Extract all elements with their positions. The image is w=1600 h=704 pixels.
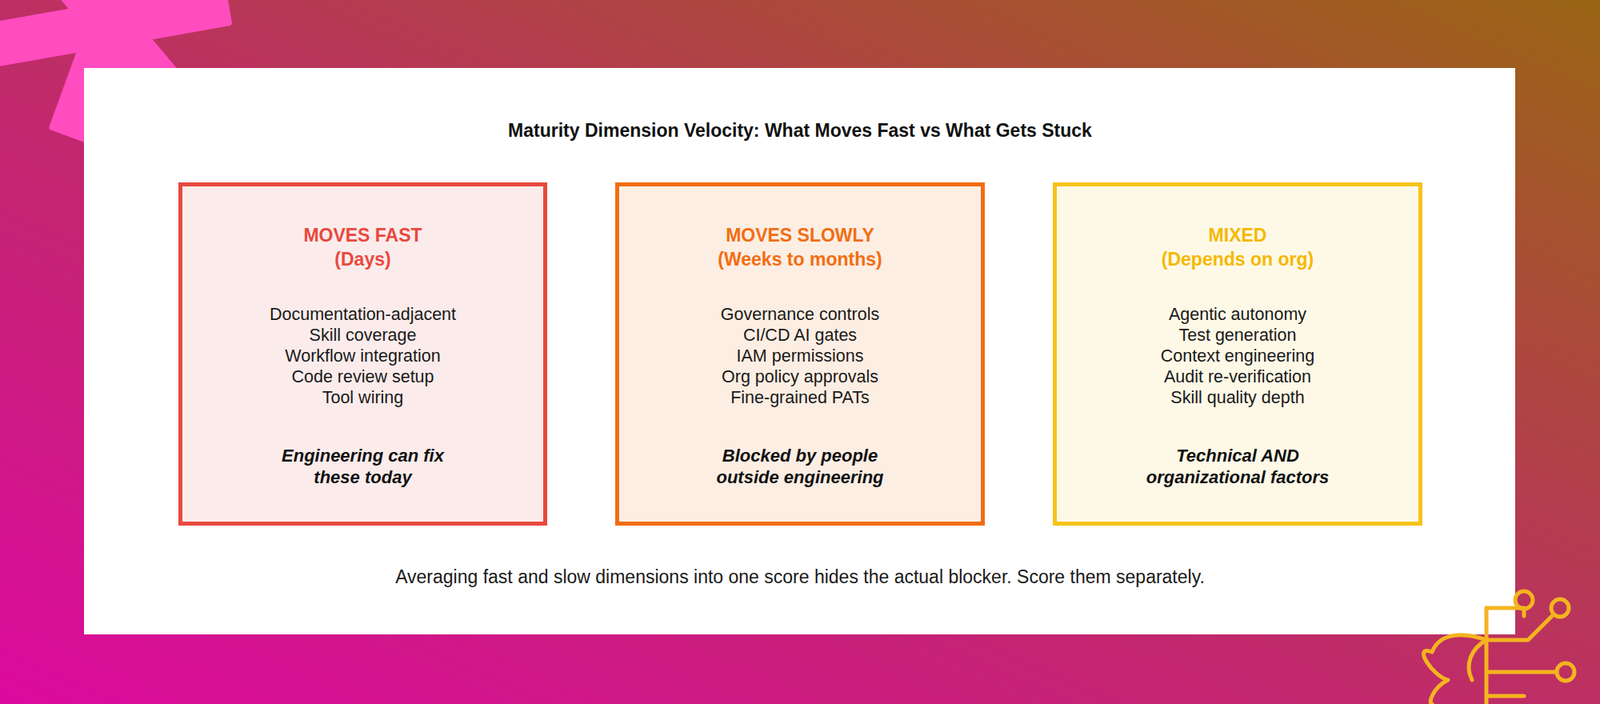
box-heading: MOVES FAST — [192, 223, 534, 248]
list-item: Governance controls — [628, 304, 972, 325]
list-item: Skill coverage — [192, 324, 534, 346]
list-item: Fine-grained PATs — [628, 387, 972, 408]
category-box: MOVES FAST(Days) Documentation-adjacentSk… — [178, 182, 548, 526]
list-item: CI/CD AI gates — [628, 324, 972, 346]
list-item: Context engineering — [1066, 345, 1409, 367]
list-item: Workflow integration — [192, 345, 534, 367]
box-subheading: (Days) — [192, 247, 534, 272]
diagram-title: Maturity Dimension Velocity: What Moves … — [0, 117, 1600, 144]
box-subheading: (Weeks to months) — [628, 247, 972, 272]
list-item: Documentation-adjacent — [192, 304, 534, 325]
list-item: Skill quality depth — [1066, 387, 1409, 408]
box-heading: MIXED — [1066, 223, 1409, 248]
list-item: Test generation — [1066, 324, 1409, 346]
list-item: Tool wiring — [192, 387, 534, 408]
list-item: Audit re-verification — [1066, 366, 1409, 388]
category-box: MOVES SLOWLY(Weeks to months) Governance … — [615, 182, 985, 526]
list-item: Org policy approvals — [628, 366, 972, 388]
box-footnote: Blocked by people outside engineering — [707, 444, 893, 488]
box-footnote: Technical AND organizational factors — [1120, 444, 1355, 488]
box-heading: MOVES SLOWLY — [628, 223, 972, 248]
box-subheading: (Depends on org) — [1066, 247, 1409, 272]
category-box: MIXED(Depends on org) Agentic autonomyTes… — [1052, 182, 1423, 526]
diagram-caption: Averaging fast and slow dimensions into … — [0, 564, 1600, 589]
list-item: Agentic autonomy — [1066, 304, 1409, 325]
list-item: Code review setup — [192, 366, 534, 388]
box-footnote: Engineering can fix these today — [280, 444, 445, 488]
list-item: IAM permissions — [628, 345, 972, 367]
